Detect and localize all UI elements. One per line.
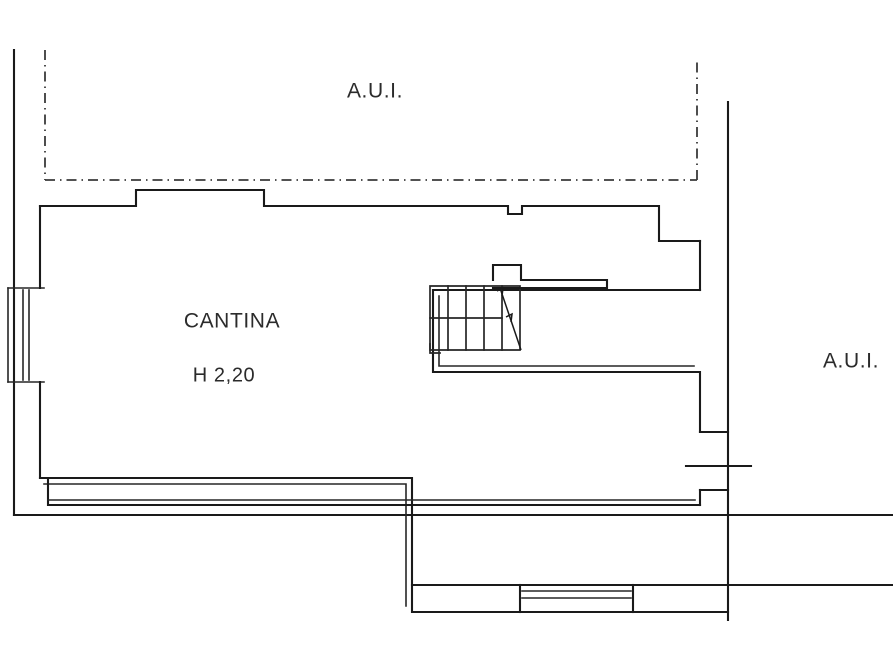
stair-break-line xyxy=(499,287,522,351)
cantina-inner-floor-edge xyxy=(38,476,730,614)
cantina-top-wall-profile xyxy=(38,188,702,243)
cantina-inner-floor-edge-inner xyxy=(43,483,407,607)
label-aui-top: A.U.I. xyxy=(347,80,403,103)
lower-inner-wall-group xyxy=(46,476,702,507)
inner-corridor-group xyxy=(431,239,702,434)
left-window-group xyxy=(7,287,45,383)
stair-outline xyxy=(429,285,521,351)
corridor-wall-outline xyxy=(431,288,702,434)
right-inner-walls-group xyxy=(698,430,730,507)
bottom-opening-group xyxy=(410,583,893,614)
stair-handrail-outline xyxy=(491,263,609,290)
staircase-group xyxy=(429,285,522,354)
label-aui-right: A.U.I. xyxy=(823,350,879,373)
corridor-wall-inner-line xyxy=(438,295,695,367)
cantina-perimeter-group xyxy=(38,204,730,614)
label-room-height: H 2,20 xyxy=(193,364,256,386)
outer-walls-group xyxy=(12,48,893,622)
stair-handrail-group xyxy=(491,263,609,290)
lower-inner-wall-horizontal xyxy=(46,476,702,507)
plan-labels-group: A.U.I. A.U.I. CANTINA H 2,20 xyxy=(184,80,879,387)
label-room-cantina: CANTINA xyxy=(184,310,280,333)
cantina-top-wall-group xyxy=(38,188,702,243)
stair-bottom-step xyxy=(429,343,441,354)
stair-direction-arrow-lower xyxy=(505,312,513,323)
aui-boundary-group xyxy=(44,50,698,181)
